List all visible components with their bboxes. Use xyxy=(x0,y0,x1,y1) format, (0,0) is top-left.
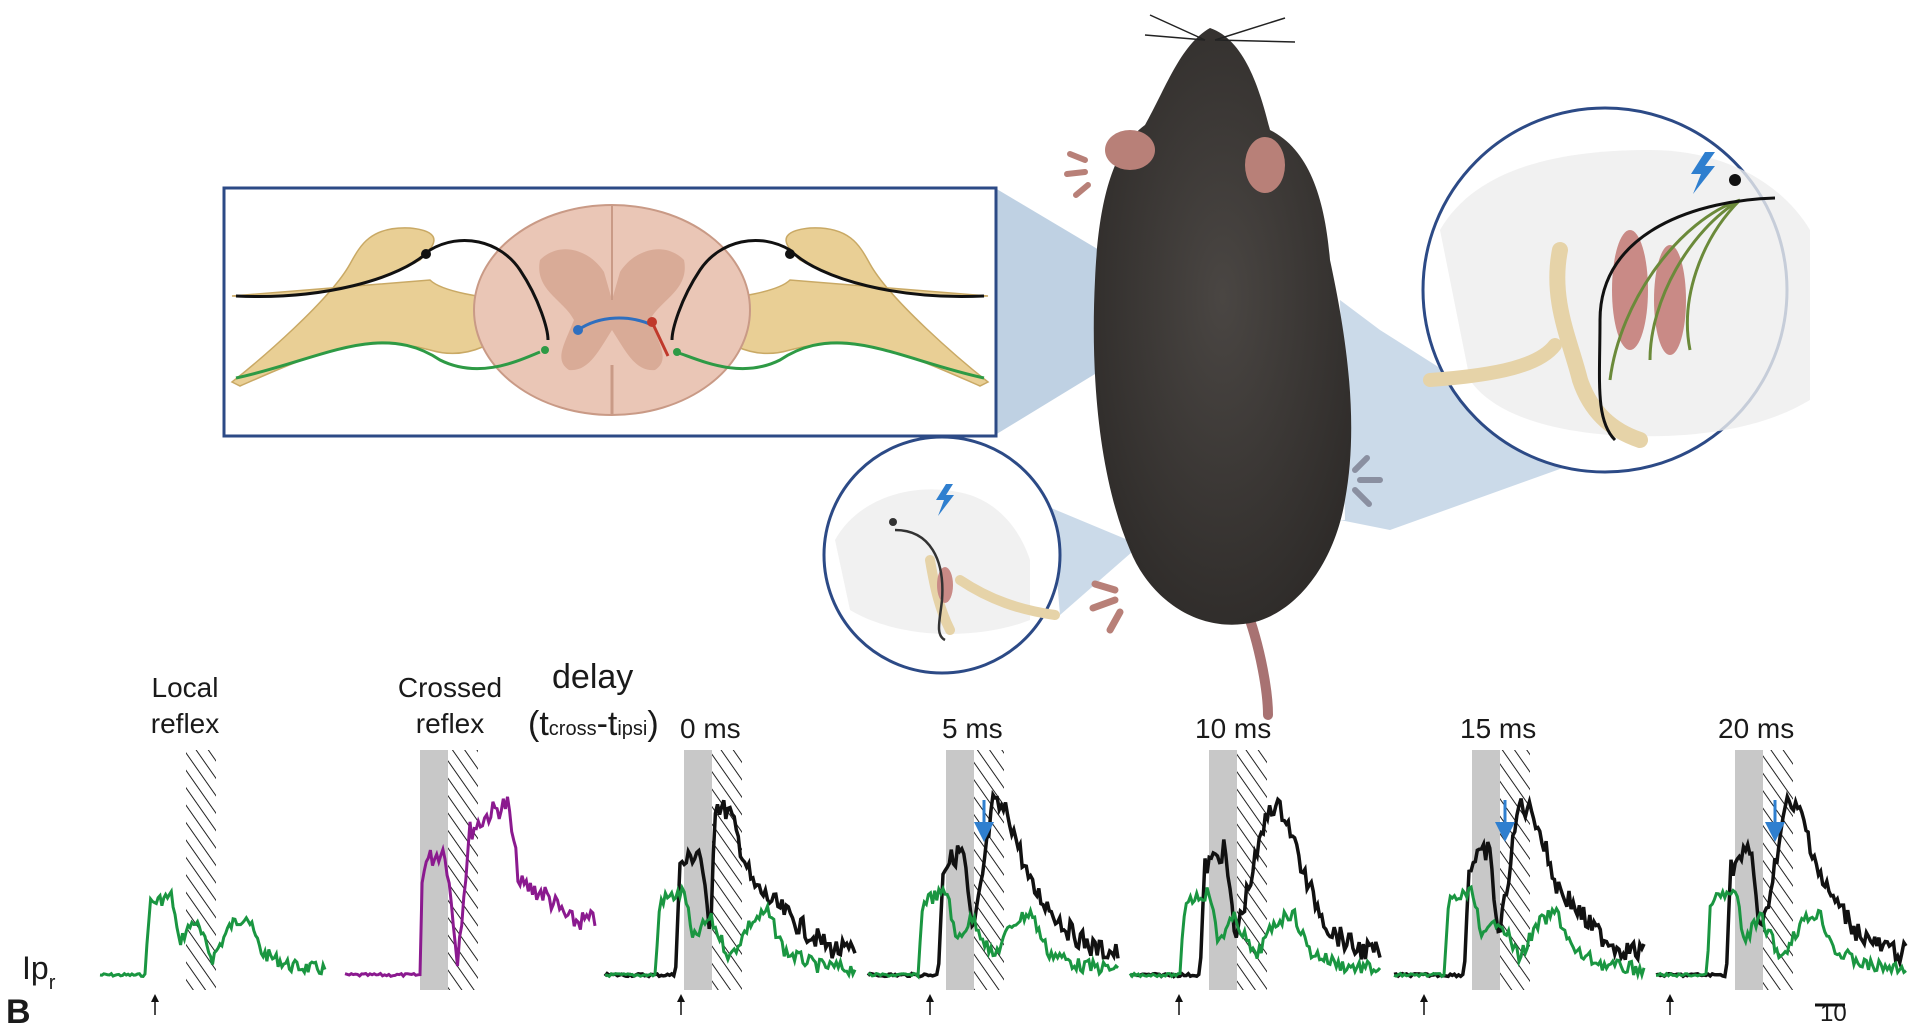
trace-local-panel-4 xyxy=(1656,887,1907,979)
mouse-ear-left xyxy=(1105,130,1155,170)
gray-window-panel-0 xyxy=(684,750,712,990)
mouse-body xyxy=(1093,28,1352,625)
ipsilateral-limb-inset xyxy=(1421,106,1810,474)
trace-local-panel-3 xyxy=(1393,884,1646,981)
local-reflex-label: Local reflex xyxy=(150,672,220,739)
delay-0ms-label: 0 ms xyxy=(680,713,741,744)
spinal-cord-inset xyxy=(222,186,998,438)
stimulus-arrow-icon xyxy=(1175,994,1183,1002)
crossed-reflex-label: Crossed reflex xyxy=(397,672,503,739)
hatch-window-local xyxy=(186,750,216,990)
trace-combined-panel-4 xyxy=(1655,790,1908,979)
contralateral-limb-inset xyxy=(822,435,1062,675)
trace-local-panel-2 xyxy=(1128,887,1382,979)
delay-20ms-label: 20 ms xyxy=(1718,713,1795,744)
panel-letter: B xyxy=(6,993,31,1031)
delay-15ms-label: 15 ms xyxy=(1460,713,1537,744)
trace-local-panel-0 xyxy=(605,883,857,979)
delay-label: delay xyxy=(552,658,634,696)
mouse-illustration xyxy=(1064,14,1383,720)
mouse-tail xyxy=(1245,615,1273,720)
gray-matter xyxy=(539,249,685,371)
trace-local-reflex xyxy=(99,887,327,978)
mouse-ear-right xyxy=(1245,137,1285,193)
stimulus-arrow-icon xyxy=(151,994,159,1002)
inhibition-arrow-icon xyxy=(1495,822,1515,842)
gray-window-panel-3 xyxy=(1472,750,1500,990)
y-axis-label: Ipr xyxy=(22,950,56,994)
stimulus-arrow-icon xyxy=(1420,994,1428,1002)
trace-local-panel-1 xyxy=(867,884,1120,980)
gray-window-panel-2 xyxy=(1209,750,1237,990)
scale-label: 10 xyxy=(1820,1000,1847,1027)
stimulus-arrow-icon xyxy=(926,994,934,1002)
inhibition-arrow-icon xyxy=(1765,822,1785,842)
stimulus-arrow-icon xyxy=(677,994,685,1002)
inhibition-arrow-icon xyxy=(974,822,994,842)
stimulus-arrow-icon xyxy=(1666,994,1674,1002)
gray-window-panel-4 xyxy=(1735,750,1763,990)
traces-layer xyxy=(99,750,1908,1015)
stimulus-bolt-icon xyxy=(1691,152,1715,194)
trace-combined-panel-1 xyxy=(866,789,1120,979)
stimulus-bolt-icon-small xyxy=(936,484,954,516)
gray-window-panel-1 xyxy=(946,750,974,990)
delay-10ms-label: 10 ms xyxy=(1195,713,1272,744)
delay-5ms-label: 5 ms xyxy=(942,713,1003,744)
delay-formula: (tcross-tipsi) xyxy=(528,705,659,743)
zoom-beam-right-limb xyxy=(1340,300,1585,530)
hatch-window-crossed xyxy=(448,750,478,990)
trace-crossed-reflex xyxy=(344,796,597,979)
